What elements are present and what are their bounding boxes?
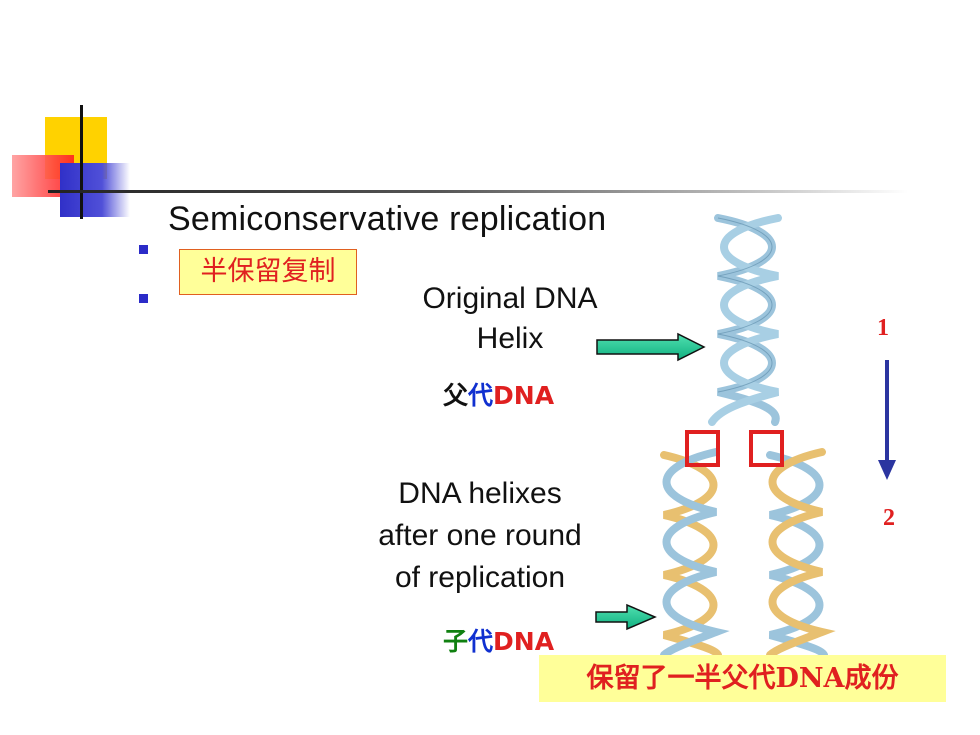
parent-dna-text: DNA: [493, 381, 555, 410]
daughter-dna-char2: 代: [468, 627, 494, 656]
daughter-helix-right: [766, 448, 836, 659]
step-number-start: 1: [877, 315, 889, 341]
step-number-end: 2: [883, 505, 895, 531]
right-arrow-icon: [596, 332, 706, 362]
original-dna-label: Original DNA Helix: [380, 279, 640, 359]
bottom-note-box: 保留了一半父代DNA成份: [539, 655, 946, 702]
daughter-label-line3: of replication: [394, 561, 566, 594]
parent-dna-helix: [708, 214, 782, 426]
daughter-label-line2: after one round: [378, 519, 582, 552]
parent-dna-char2: 代: [468, 381, 494, 410]
cjk-label-box: 半保留复制: [179, 249, 357, 295]
daughter-dna-text: DNA: [493, 627, 555, 656]
bullet-marker-2: [139, 294, 148, 303]
right-arrow-icon: [595, 603, 657, 631]
title-decoration-vertical-line: [80, 105, 83, 219]
daughter-label-line1: DNA helixes: [398, 477, 562, 510]
title-divider-line: [48, 190, 908, 193]
original-dna-label-line2: Helix: [476, 322, 544, 355]
heading-text: Semiconservative replication: [168, 200, 607, 238]
parent-dna-label: 父代DNA: [443, 376, 554, 412]
daughter-helix-left: [660, 448, 730, 659]
marker-square-icon: [685, 430, 720, 467]
daughter-dna-char1: 子: [443, 627, 469, 656]
parent-dna-char1: 父: [443, 381, 469, 410]
daughter-helixes-label: DNA helixes after one round of replicati…: [330, 473, 630, 599]
marker-square-icon: [749, 430, 784, 467]
daughter-dna-label: 子代DNA: [443, 622, 554, 658]
bullet-marker-1: [139, 245, 148, 254]
down-arrow-icon: [878, 360, 896, 480]
original-dna-label-line1: Original DNA: [422, 282, 598, 315]
